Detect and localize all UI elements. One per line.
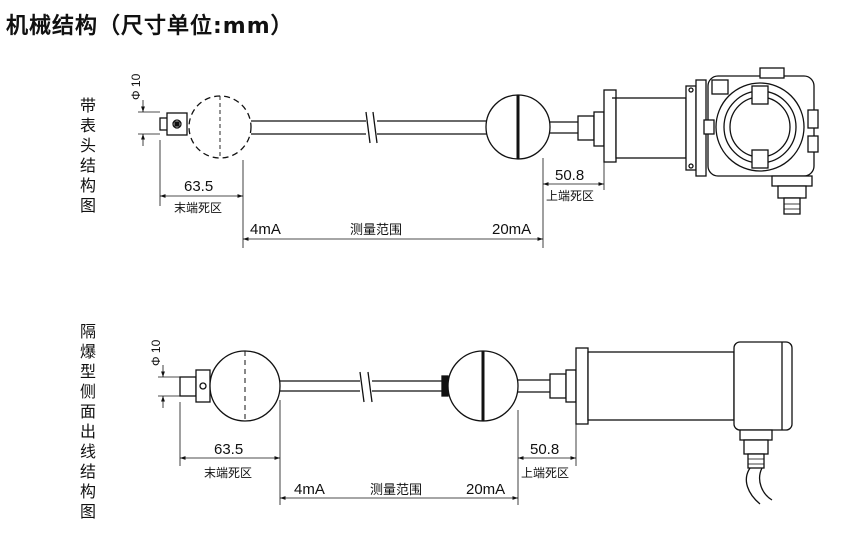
bottom-label-char: 爆 <box>79 342 96 361</box>
bottom-break-mark <box>359 371 365 403</box>
top-head-lug <box>703 119 715 135</box>
top-phi-label: Φ 10 <box>129 73 143 100</box>
top-dim-right-value: 50.8 <box>555 167 584 184</box>
bottom-break-mark <box>367 371 373 403</box>
top-head-cap <box>759 67 785 79</box>
bottom-float-stop <box>441 375 449 397</box>
top-head-cover <box>715 82 805 172</box>
top-bolt <box>688 87 694 93</box>
top-fitting-collar <box>593 111 605 147</box>
bottom-label-char: 面 <box>79 402 96 421</box>
top-cover-tab <box>751 85 769 105</box>
top-label-char: 结 <box>79 156 96 175</box>
bottom-label-char: 侧 <box>79 382 96 401</box>
bottom-diagram <box>158 341 793 505</box>
top-head-lug <box>711 79 729 95</box>
page-title: 机械结构（尺寸单位:mm） <box>6 14 294 39</box>
bottom-label-char: 线 <box>79 442 96 461</box>
top-gland-body <box>777 185 807 199</box>
top-transmitter-body <box>615 97 687 159</box>
top-cover-tab <box>751 149 769 169</box>
bottom-label-char: 隔 <box>79 322 96 341</box>
top-diagram <box>138 67 819 248</box>
top-range-start: 4mA <box>250 221 281 238</box>
bottom-range-start: 4mA <box>294 481 325 498</box>
bottom-label-char: 型 <box>79 362 96 381</box>
top-gland-tip <box>783 197 801 215</box>
bottom-flange <box>575 347 589 425</box>
top-label-char: 图 <box>79 196 96 215</box>
top-gland-nut <box>771 175 813 187</box>
top-break-mark <box>372 111 378 144</box>
bottom-cable <box>745 467 761 505</box>
top-label-char: 带 <box>79 96 96 115</box>
bottom-dim-left-caption: 末端死区 <box>204 466 252 480</box>
top-label-char: 构 <box>79 176 96 195</box>
top-dim-left-value: 63.5 <box>184 178 213 195</box>
bottom-label-char: 图 <box>79 502 96 521</box>
bottom-diagram-label: 隔 爆 型 侧 面 出 线 结 构 图 <box>78 322 98 522</box>
bottom-label-char: 结 <box>79 462 96 481</box>
bottom-fitting <box>549 373 567 399</box>
bottom-label-char: 构 <box>79 482 96 501</box>
bottom-gland-body <box>743 439 769 455</box>
top-head-lug <box>807 135 819 153</box>
bottom-dim-right-caption: 上端死区 <box>521 466 569 480</box>
bottom-texts: Φ 10 63.5 末端死区 50.8 上端死区 4mA 测量范围 20mA <box>149 339 569 498</box>
top-label-char: 头 <box>79 136 96 155</box>
bottom-gland-nut <box>739 429 773 441</box>
bottom-range-end: 20mA <box>466 481 505 498</box>
top-end-nut-core <box>174 121 180 127</box>
bottom-transmitter-body <box>587 351 735 421</box>
top-break-mark <box>365 111 371 144</box>
bottom-cable <box>758 467 773 501</box>
top-flange <box>603 89 617 163</box>
top-head-neck <box>685 85 697 171</box>
bottom-end-nut-hole <box>199 382 207 390</box>
top-dim-left-caption: 末端死区 <box>174 201 222 215</box>
top-dim-right-caption: 上端死区 <box>546 189 594 203</box>
top-range-end: 20mA <box>492 221 531 238</box>
top-head-lug <box>807 109 819 129</box>
top-bolt <box>688 163 694 169</box>
bottom-gland-tip <box>747 453 765 469</box>
bottom-end-nut <box>179 376 197 397</box>
top-texts: Φ 10 63.5 末端死区 50.8 上端死区 4mA 测量范围 20mA <box>129 73 594 238</box>
bottom-range-caption: 测量范围 <box>370 482 422 497</box>
top-fitting <box>577 115 595 141</box>
bottom-head-housing <box>733 341 793 431</box>
bottom-fitting-collar <box>565 369 577 403</box>
bottom-dim-left-value: 63.5 <box>214 441 243 458</box>
top-diagram-label: 带 表 头 结 构 图 <box>78 96 98 216</box>
bottom-phi-label: Φ 10 <box>149 339 163 366</box>
bottom-label-char: 出 <box>79 422 96 441</box>
bottom-dim-right-value: 50.8 <box>530 441 559 458</box>
top-range-caption: 测量范围 <box>350 222 402 237</box>
top-label-char: 表 <box>79 116 96 135</box>
